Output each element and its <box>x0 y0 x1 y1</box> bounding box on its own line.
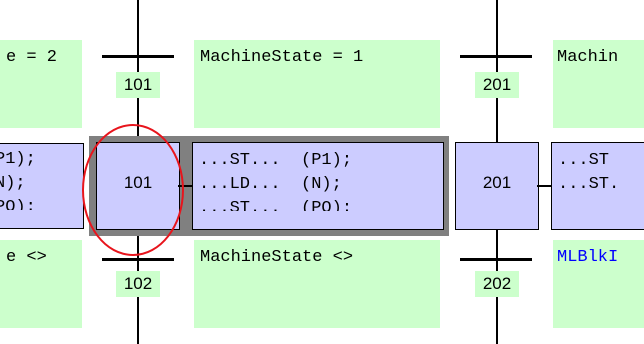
action-201-line-1: ...ST <box>558 151 610 170</box>
transition-number-202: 202 <box>475 271 519 297</box>
connector-101-actions <box>178 185 192 187</box>
action-line-2: ...LD... (N); <box>199 175 342 194</box>
actions-block-101[interactable]: ...ST... (P1); ...LD... (N); ...ST... (P… <box>192 142 444 230</box>
action-line-1: ...ST... (P1); <box>199 151 353 170</box>
action-201-line-2: ...ST. <box>558 175 620 194</box>
left-actions-block[interactable]: P1); N); PO): <box>0 143 84 229</box>
left-condition-top[interactable]: e = 2 <box>0 40 82 128</box>
highlight-circle <box>82 124 184 256</box>
right-condition-bottom-text[interactable]: MLBlkI <box>557 248 619 267</box>
transition-number-102: 102 <box>116 271 160 297</box>
right-condition-top[interactable]: Machin <box>553 40 644 128</box>
left-condition-top-text: e = 2 <box>6 48 58 67</box>
step-number-201: 201 <box>482 173 512 192</box>
connector-201-actions <box>537 185 551 187</box>
step-box-201[interactable]: 201 <box>455 142 539 230</box>
transition-number-201: 201 <box>475 72 519 98</box>
actions-block-201[interactable]: ...ST ...ST. <box>551 142 644 230</box>
left-action-line-3: PO): <box>0 198 36 210</box>
right-condition-top-text: Machin <box>557 48 619 67</box>
transition-number-101: 101 <box>116 72 160 98</box>
left-condition-bottom[interactable]: e <> <box>0 240 82 328</box>
middle-condition-top-text: MachineState = 1 <box>200 48 364 67</box>
left-condition-bottom-text: e <> <box>6 248 47 267</box>
left-action-line-1: P1); <box>0 150 36 169</box>
transition-bar-201[interactable] <box>460 55 532 58</box>
transition-bar-202[interactable] <box>460 258 532 261</box>
action-line-3: ...ST... (PO): <box>199 199 353 211</box>
right-condition-bottom[interactable]: MLBlkI <box>553 240 644 328</box>
left-action-line-2: N); <box>0 174 26 193</box>
transition-bar-102[interactable] <box>102 258 174 261</box>
middle-condition-bottom[interactable]: MachineState <> <box>194 240 440 328</box>
transition-bar-101[interactable] <box>102 55 174 58</box>
middle-condition-bottom-text: MachineState <> <box>200 248 354 267</box>
middle-condition-top[interactable]: MachineState = 1 <box>194 40 440 128</box>
